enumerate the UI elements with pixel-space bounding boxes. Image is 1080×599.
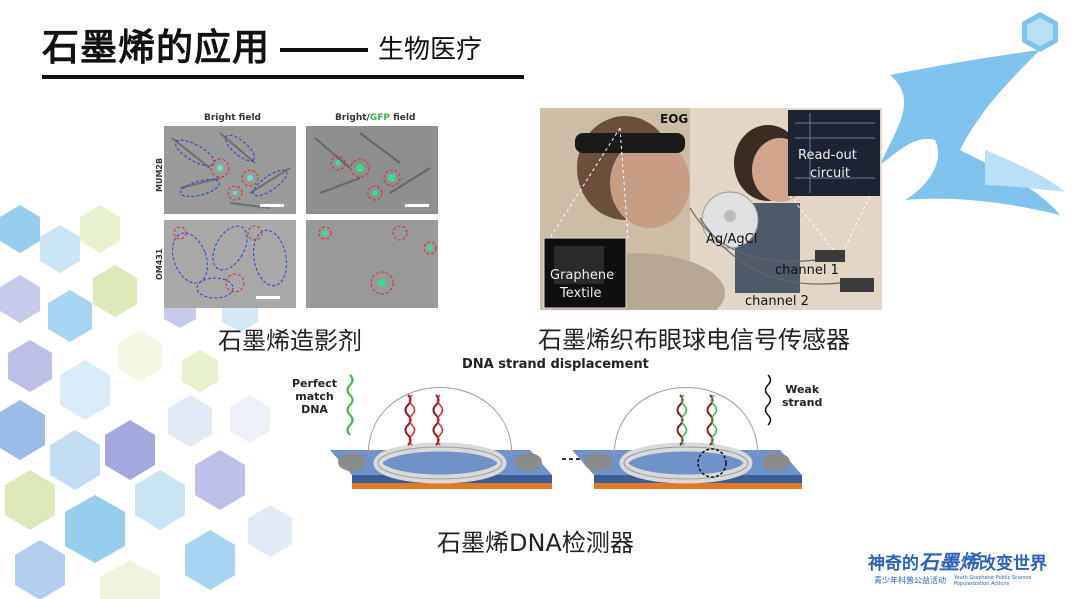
label-eog: EOG [660,112,689,126]
dna-device-illustration [330,374,802,489]
microscopy-grid [164,126,438,308]
logo-subtitle-cn: 青少年科普公益活动 [874,576,946,585]
title-main: 石墨烯的应用 [42,26,270,69]
slide-title: 石墨烯的应用 生物医疗 [42,26,482,70]
eog-photo-illustration [540,108,882,310]
title-underline [42,75,524,79]
contrast-agent-image: Bright field Bright/GFP field MUM2B OM43… [155,108,443,312]
label-readout-line1: Read-out [798,148,857,163]
col-header-bright-gfp-field: Bright/GFP field [335,113,416,123]
swoosh-shape [880,50,1060,215]
label-ag-agcl: Ag/AgCl [706,232,758,247]
caption-contrast-agent: 石墨烯造影剂 [218,327,362,355]
dna-detector-diagram: DNA strand displacement Perfect match DN… [290,355,830,520]
dna-diagram-title: DNA strand displacement [462,357,649,372]
title-dash [280,48,368,52]
title-subtitle: 生物医疗 [378,35,483,65]
caption-eog-sensor: 石墨烯织布眼球电信号传感器 [538,326,850,354]
campaign-logo: 神奇的石墨烯改变世界 青少年科普公益活动 Youth Graphene Publ… [868,546,1047,587]
left-hexagon-cluster [0,205,292,599]
label-readout-line2: circuit [810,166,850,181]
caption-dna-detector: 石墨烯DNA检测器 [437,529,634,557]
logo-title: 神奇的石墨烯改变世界 [868,550,1047,574]
label-weak-strand: Weak strand [782,383,823,409]
eog-sensor-photo: EOG Read-out circuit Ag/AgCl Graphene Te… [540,108,882,310]
label-channel-2: channel 2 [745,294,809,309]
label-perfect-match-dna: Perfect match DNA [292,377,337,416]
label-channel-1: channel 1 [775,263,839,278]
label-textile: Textile [560,286,602,301]
label-graphene: Graphene [550,268,615,283]
logo-subtitle-en: Youth Graphene Public Science Populariza… [954,575,1032,587]
col-header-bright-field: Bright field [204,113,261,123]
